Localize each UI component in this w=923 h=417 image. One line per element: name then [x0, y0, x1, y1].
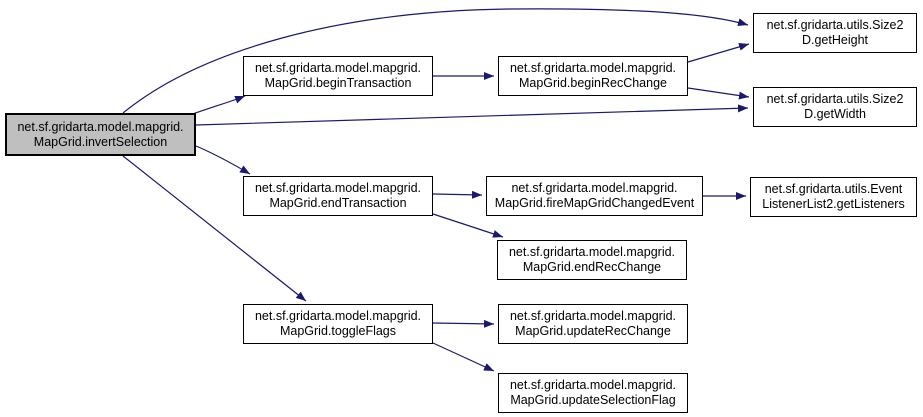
- node-invertSelection: net.sf.gridarta.model.mapgrid. MapGrid.i…: [5, 113, 196, 156]
- node-updateSelectionFlag[interactable]: net.sf.gridarta.model.mapgrid. MapGrid.u…: [498, 373, 688, 413]
- edge-beginRecChange-getHeight: [687, 42, 750, 63]
- node-fireMapGridChangedEvent[interactable]: net.sf.gridarta.model.mapgrid. MapGrid.f…: [486, 176, 703, 216]
- node-updateRecChange[interactable]: net.sf.gridarta.model.mapgrid. MapGrid.u…: [498, 304, 688, 344]
- node-endTransaction[interactable]: net.sf.gridarta.model.mapgrid. MapGrid.e…: [243, 176, 433, 216]
- edge-toggleFlags-updateRecChange: [432, 319, 495, 328]
- node-getWidth[interactable]: net.sf.gridarta.utils.Size2 D.getWidth: [753, 87, 917, 127]
- edge-toggleFlags-updateSelectionFlag: [432, 342, 495, 372]
- edge-beginRecChange-getWidth: [687, 87, 750, 100]
- node-beginRecChange[interactable]: net.sf.gridarta.model.mapgrid. MapGrid.b…: [498, 56, 688, 96]
- edge-invertSelection-getHeight: [122, 8, 749, 114]
- node-toggleFlags[interactable]: net.sf.gridarta.model.mapgrid. MapGrid.t…: [243, 304, 433, 344]
- edge-endTransaction-endRecChange: [432, 213, 504, 238]
- edge-endTransaction-fireMapGridChangedEvent: [432, 190, 483, 199]
- edge-invertSelection-toggleFlags: [122, 155, 307, 302]
- edge-invertSelection-getWidth: [195, 104, 749, 126]
- node-getHeight[interactable]: net.sf.gridarta.utils.Size2 D.getHeight: [753, 13, 917, 53]
- node-beginTransaction[interactable]: net.sf.gridarta.model.mapgrid. MapGrid.b…: [243, 56, 433, 96]
- node-getListeners[interactable]: net.sf.gridarta.utils.Event ListenerList…: [750, 177, 917, 217]
- node-endRecChange[interactable]: net.sf.gridarta.model.mapgrid. MapGrid.e…: [497, 240, 687, 280]
- edge-invertSelection-endTransaction: [195, 145, 251, 175]
- edge-invertSelection-beginTransaction: [192, 95, 246, 115]
